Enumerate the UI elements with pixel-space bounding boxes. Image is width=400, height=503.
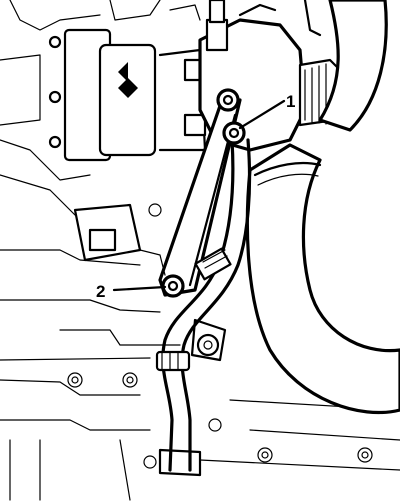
callout-2-leader	[112, 285, 167, 292]
bolt-1	[222, 121, 246, 145]
bolt-2	[161, 274, 185, 298]
exhaust-flange	[48, 28, 207, 162]
intake-hose	[245, 0, 400, 415]
coolant-pipe	[155, 138, 252, 477]
callout-1-leader	[238, 99, 286, 130]
bolt-upper	[216, 88, 240, 112]
callout-2-label: 2	[96, 282, 105, 301]
engine-mount-block	[73, 203, 166, 276]
callout-1-label: 1	[286, 92, 295, 111]
lower-pipe-mount	[190, 318, 227, 362]
